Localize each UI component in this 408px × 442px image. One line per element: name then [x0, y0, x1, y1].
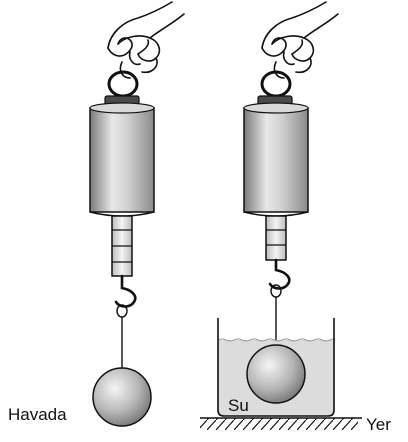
ball — [246, 344, 306, 404]
hook-icon — [114, 274, 137, 308]
scale-in-water — [200, 1, 362, 430]
hand-icon — [107, 1, 185, 79]
label-water: Su — [228, 396, 249, 415]
label-ground: Yer — [366, 415, 391, 434]
water-surface — [217, 338, 335, 342]
hook-icon — [268, 258, 291, 290]
ground — [200, 417, 362, 430]
ball — [92, 367, 152, 427]
string-loop — [270, 284, 282, 298]
scale-in-air — [89, 1, 185, 427]
label-air: Havada — [8, 405, 67, 424]
scale-stem — [111, 215, 133, 277]
hand-icon — [261, 1, 339, 79]
scale-body — [89, 102, 155, 217]
scale-body — [243, 102, 309, 217]
ring-icon — [260, 70, 292, 98]
scale-stem — [265, 215, 287, 261]
